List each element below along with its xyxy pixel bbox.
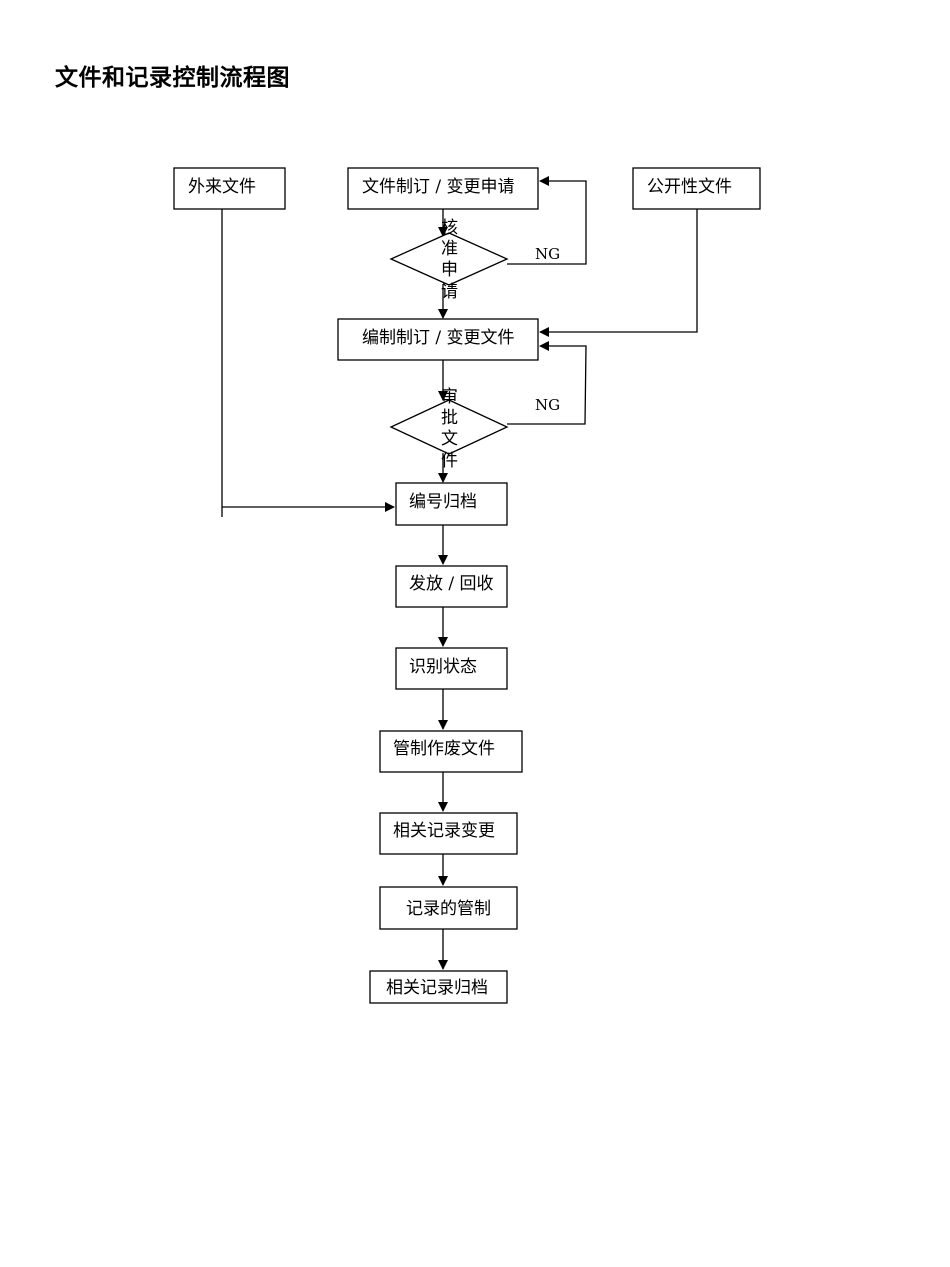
node-change-request-label: 文件制订 / 变更申请 — [362, 177, 515, 197]
node-draft-docs: 编制制订 / 变更文件 — [337, 318, 539, 361]
node-approve-request-char-1: 核 — [441, 218, 458, 238]
node-record-control: 记录的管制 — [379, 886, 518, 930]
node-review-docs-char-1: 审 — [441, 387, 458, 407]
ng-label-review: NG — [535, 396, 560, 414]
node-record-control-label: 记录的管制 — [406, 899, 491, 919]
node-draft-docs-label: 编制制订 / 变更文件 — [362, 328, 515, 348]
node-identify-status-label: 识别状态 — [409, 657, 477, 677]
ng-label-approve: NG — [535, 245, 560, 263]
node-review-docs-char-4: 件 — [441, 451, 458, 471]
edge-public-to-draft — [539, 209, 698, 337]
node-external-docs: 外来文件 — [173, 167, 286, 210]
node-identify-status: 识别状态 — [395, 647, 508, 690]
node-review-docs-char-2: 批 — [441, 408, 458, 428]
node-control-obsolete-label: 管制作废文件 — [393, 739, 495, 759]
node-change-request: 文件制订 / 变更申请 — [347, 167, 539, 210]
page-title: 文件和记录控制流程图 — [55, 65, 290, 91]
node-issue-recall: 发放 / 回收 — [395, 565, 508, 608]
node-review-docs: 审 批 文 件 — [389, 387, 509, 471]
node-review-docs-char-3: 文 — [441, 429, 458, 449]
node-number-archive-label: 编号归档 — [409, 492, 477, 512]
node-record-change: 相关记录变更 — [379, 812, 518, 855]
node-approve-request: 核 准 申 请 — [389, 218, 509, 302]
node-number-archive: 编号归档 — [395, 482, 508, 526]
node-issue-recall-label: 发放 / 回收 — [409, 574, 494, 594]
edge-review-ng-loop — [507, 341, 587, 425]
node-approve-request-char-3: 申 — [441, 260, 458, 280]
node-record-archive-label: 相关记录归档 — [386, 978, 488, 998]
node-public-docs-label: 公开性文件 — [647, 177, 732, 197]
node-public-docs: 公开性文件 — [632, 167, 761, 210]
node-control-obsolete: 管制作废文件 — [379, 730, 523, 773]
edge-approve-ng-loop — [507, 176, 587, 265]
node-record-archive: 相关记录归档 — [369, 970, 508, 1004]
node-approve-request-char-2: 准 — [441, 239, 458, 259]
connectors — [221, 176, 698, 970]
node-record-change-label: 相关记录变更 — [393, 821, 495, 841]
node-approve-request-char-4: 请 — [441, 282, 458, 302]
node-external-docs-label: 外来文件 — [188, 177, 256, 197]
